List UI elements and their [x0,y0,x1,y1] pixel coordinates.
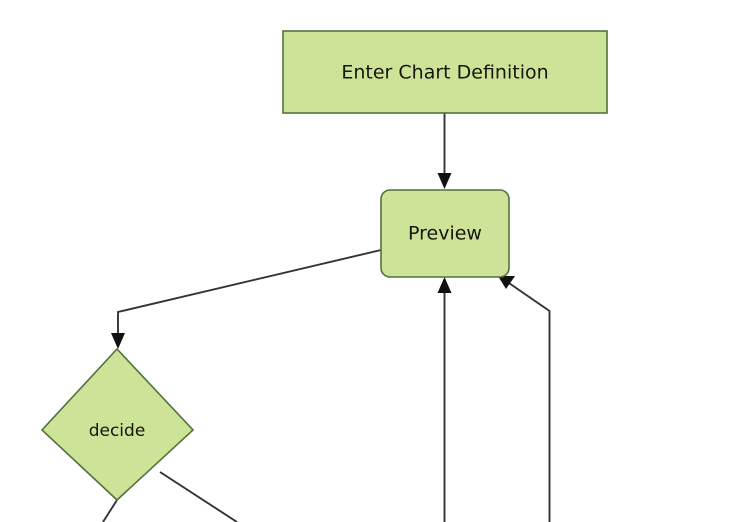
node-preview[interactable]: Preview [380,189,510,278]
node-decide[interactable]: decide [40,347,195,502]
edge-bottom-center-to-preview-arrowhead [437,277,452,293]
edge-bottom-center-to-preview [437,277,452,522]
edge-decide-bottom-out-line [102,499,118,522]
node-preview-label: Preview [408,223,482,245]
node-enter-chart-definition-label: Enter Chart Definition [341,62,548,84]
edge-decide-bottom-out [102,499,118,522]
node-decide-shape[interactable] [40,347,195,502]
edge-bottom-right-to-preview [498,276,551,522]
node-decide-label: decide [89,421,146,441]
edge-preview-to-decide-line [117,249,382,340]
edge-preview-to-decide-arrowhead [111,333,125,349]
edge-decide-right-out-line [159,471,238,522]
edge-enter-to-preview-arrowhead [437,173,452,189]
edge-bottom-right-to-preview-arrowhead [498,276,515,289]
node-enter-chart-definition[interactable]: Enter Chart Definition [282,30,608,114]
edge-decide-right-out [159,471,238,522]
node-preview-shape[interactable] [380,189,510,278]
node-enter-chart-definition-shape[interactable] [282,30,608,114]
edge-preview-to-decide [111,249,382,349]
edge-bottom-right-to-preview-line [505,280,551,522]
edge-enter-to-preview [437,113,452,189]
